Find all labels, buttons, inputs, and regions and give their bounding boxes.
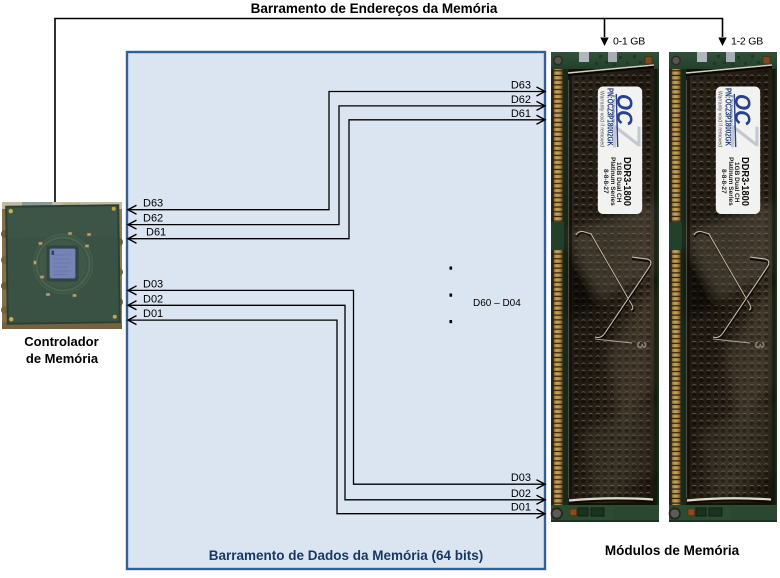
svg-text:de Memória: de Memória	[26, 351, 99, 366]
svg-text:D61: D61	[511, 108, 531, 120]
svg-text:D61: D61	[146, 227, 166, 239]
svg-text:D01: D01	[143, 308, 163, 320]
svg-text:D63: D63	[143, 198, 163, 210]
svg-text:D03: D03	[143, 278, 163, 290]
svg-text:Barramento de Dados da Memória: Barramento de Dados da Memória (64 bits)	[209, 548, 484, 563]
svg-text:D62: D62	[143, 213, 163, 225]
svg-text:D62: D62	[511, 94, 531, 106]
svg-text:Módulos de Memória: Módulos de Memória	[605, 543, 740, 558]
svg-text:0-1 GB: 0-1 GB	[613, 36, 645, 48]
svg-text:D02: D02	[143, 293, 163, 305]
svg-text:D03: D03	[511, 472, 531, 484]
svg-text:D63: D63	[511, 80, 531, 92]
svg-text:D02: D02	[511, 488, 531, 500]
svg-text:D60 – D04: D60 – D04	[473, 298, 521, 309]
svg-text:D01: D01	[511, 502, 531, 514]
svg-text:1-2 GB: 1-2 GB	[731, 36, 763, 48]
svg-text:Barramento de Endereços da Mem: Barramento de Endereços da Memória	[251, 1, 498, 16]
svg-text:Controlador: Controlador	[24, 334, 98, 349]
